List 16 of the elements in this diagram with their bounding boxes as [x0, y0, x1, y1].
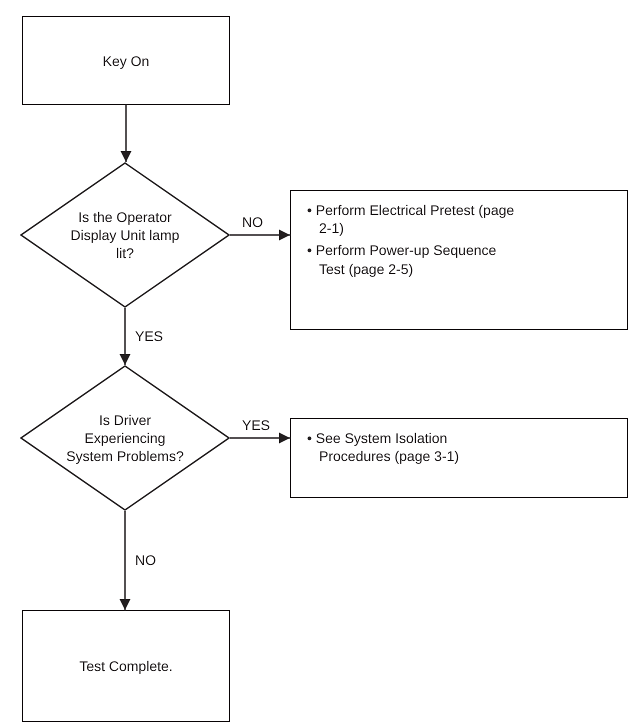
- process-box: [22, 610, 230, 722]
- decision-text: Is the Operator Display Unit lamp lit?: [70, 208, 180, 262]
- bullet-item: • Perform Electrical Pretest (page 2-1): [306, 201, 516, 238]
- bullet-item: • Perform Power-up Sequence Test (page 2-5): [306, 241, 498, 278]
- arrow: [120, 308, 130, 365]
- process-box: [290, 190, 628, 330]
- arrow: [120, 105, 132, 162]
- arrow: [230, 432, 290, 444]
- process-box: [22, 16, 230, 105]
- arrow: [230, 230, 290, 240]
- arrow: [120, 511, 130, 610]
- box-text: Test Complete.: [79, 658, 173, 674]
- decision-text: Is Driver Experiencing System Problems?: [65, 410, 185, 466]
- process-box: [290, 418, 628, 498]
- box-text: Key On: [102, 52, 150, 68]
- bullet-item: • See System Isolation Procedures (page 3-1): [306, 429, 460, 466]
